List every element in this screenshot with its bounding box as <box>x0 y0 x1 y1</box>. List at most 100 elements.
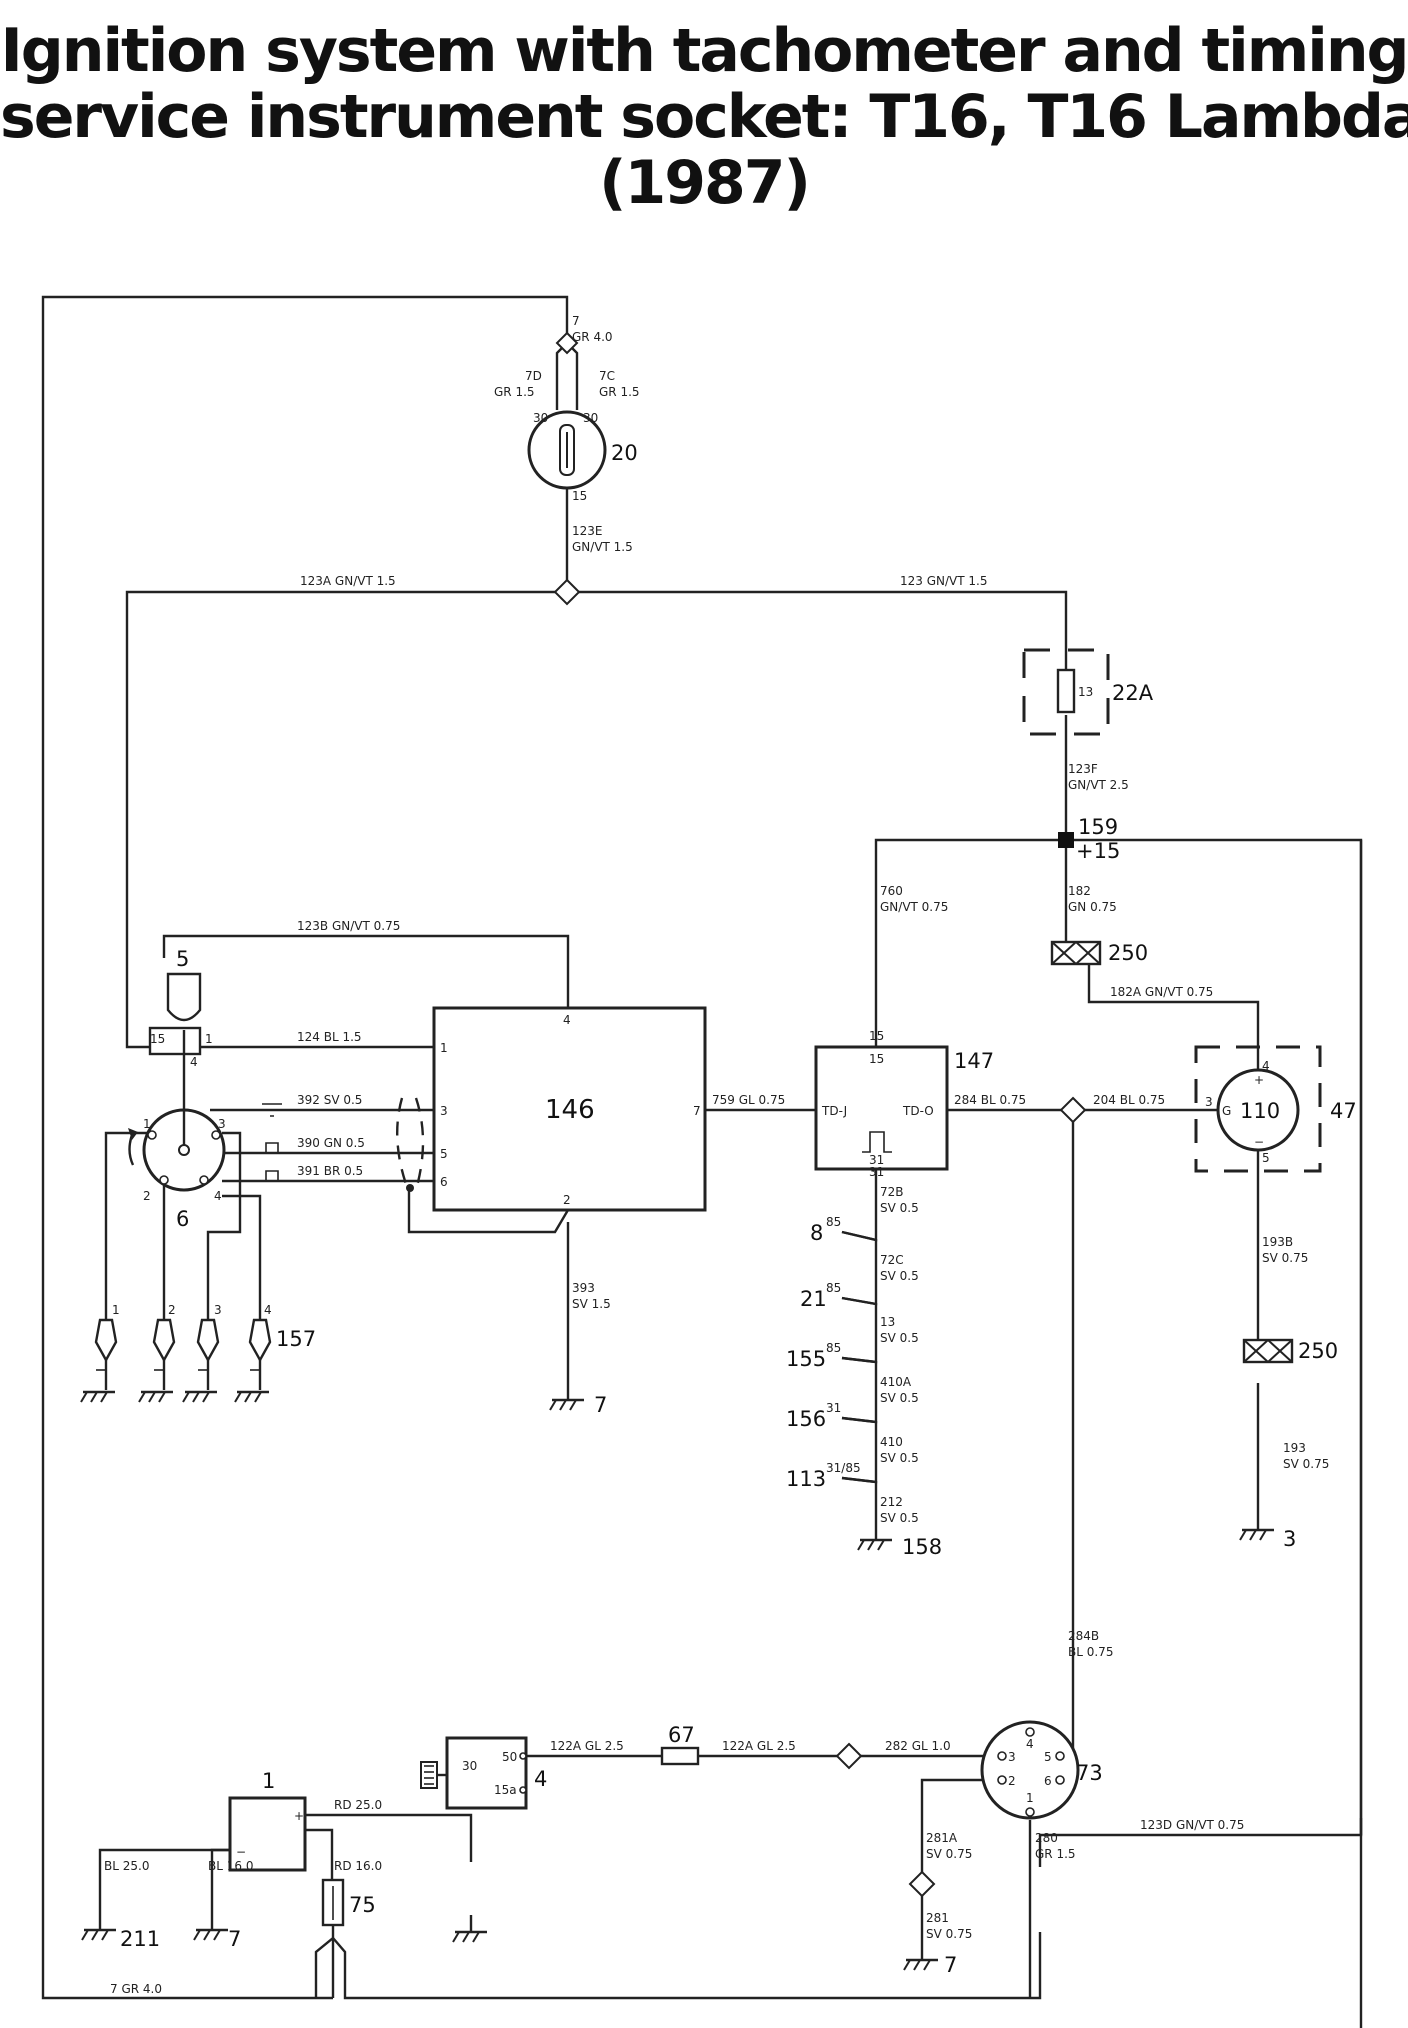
label-w123D: 123D GN/VT 0.75 <box>1140 1818 1244 1832</box>
label-w393: 393 <box>572 1281 595 1295</box>
wire-75-bottom <box>314 1925 335 1998</box>
label-w7: 7 <box>572 314 580 328</box>
pin-73-2: 2 <box>1008 1774 1016 1788</box>
label-w281-spec: SV 0.75 <box>926 1927 972 1941</box>
ground-211 <box>80 1928 118 1942</box>
wire-123 <box>577 590 1068 672</box>
label-w122A-1: 122A GL 2.5 <box>550 1739 624 1753</box>
label-w212-spec: SV 0.5 <box>880 1511 919 1525</box>
label-w280-spec: GR 1.5 <box>1035 1847 1076 1861</box>
pin-147-15: 15 <box>869 1052 884 1066</box>
label-w193-spec: SV 0.75 <box>1283 1457 1329 1471</box>
label-w7-bottom: 7 GR 4.0 <box>110 1982 162 1996</box>
component-31: 31 <box>869 1165 884 1179</box>
pulse-icon-147 <box>862 1131 892 1153</box>
ground-symbol-icon <box>262 1103 282 1117</box>
wire-281A <box>920 1778 1002 1872</box>
wire-410A <box>841 1356 878 1424</box>
distributor-center <box>178 1144 190 1156</box>
label-w281A: 281A <box>926 1831 958 1845</box>
pin-146-7: 7 <box>693 1104 701 1118</box>
label-w72C: 72C <box>880 1253 904 1267</box>
pin-6-4: 4 <box>214 1189 222 1203</box>
shield-arc-2 <box>414 1097 425 1191</box>
spark-plug-3 <box>181 1318 220 1404</box>
ground-3 <box>1238 1528 1276 1542</box>
junction-281 <box>908 1870 936 1898</box>
ground-7-battery <box>192 1928 230 1942</box>
splice-159 <box>1058 832 1074 848</box>
component-113: 113 <box>786 1467 826 1491</box>
label-w123E-spec: GN/VT 1.5 <box>572 540 633 554</box>
pin-47-g: G <box>1222 1104 1231 1118</box>
pin-5-1: 1 <box>205 1032 213 1046</box>
label-w281: 281 <box>926 1911 949 1925</box>
junction-123 <box>553 578 581 606</box>
pin-157-4: 4 <box>264 1303 272 1317</box>
pin-47-plus: + <box>1254 1073 1264 1087</box>
wire-plug-3 <box>206 1131 242 1320</box>
component-22A: 22A <box>1112 681 1154 705</box>
label-w13: 13 <box>880 1315 895 1329</box>
label-wBL16: BL 16.0 <box>208 1859 253 1873</box>
label-w182-spec: GN 0.75 <box>1068 900 1117 914</box>
label-w281A-spec: SV 0.75 <box>926 1847 972 1861</box>
pin-1-plus: + <box>294 1809 304 1823</box>
component-157: 157 <box>276 1327 316 1351</box>
pin-5-4: 4 <box>190 1055 198 1069</box>
component-6: 6 <box>176 1207 189 1231</box>
label-w391: 391 BR 0.5 <box>297 1164 363 1178</box>
pin-85-b: 85 <box>826 1281 841 1295</box>
label-w193: 193 <box>1283 1441 1306 1455</box>
title-line-1: Ignition system with tachometer and timi… <box>0 16 1408 86</box>
label-w284B: 284B <box>1068 1629 1099 1643</box>
label-w392: 392 SV 0.5 <box>297 1093 362 1107</box>
pin-20-15: 15 <box>572 489 587 503</box>
label-w410: 410 <box>880 1435 903 1449</box>
pin-47-3: 3 <box>1205 1095 1213 1109</box>
component-146: 146 <box>545 1095 595 1125</box>
component-4: 4 <box>534 1767 547 1791</box>
pin-147-31: 31 <box>869 1153 884 1167</box>
label-w72B-spec: SV 0.5 <box>880 1201 919 1215</box>
title-line-3: (1987) <box>599 148 811 218</box>
wire-RD-16 <box>305 1828 334 1880</box>
connector-250-bottom <box>1242 1338 1294 1364</box>
wire-plug-1 <box>104 1131 150 1320</box>
component-159: 159 <box>1078 815 1118 839</box>
component-21: 21 <box>800 1287 827 1311</box>
service-socket-73 <box>980 1720 1080 1820</box>
component-50: 50 <box>502 1750 517 1764</box>
ground-7-146 <box>548 1398 586 1412</box>
pin-6-1: 1 <box>143 1117 151 1131</box>
label-w193B-spec: SV 0.75 <box>1262 1251 1308 1265</box>
component-30: 30 <box>462 1759 477 1773</box>
component-1: 1 <box>262 1769 275 1793</box>
wire-212 <box>841 1476 878 1540</box>
pin-157-1: 1 <box>112 1303 120 1317</box>
component-8: 8 <box>810 1221 823 1245</box>
wire-182A <box>1087 963 1260 1056</box>
wire-146-pin2-return <box>407 1190 570 1234</box>
wire-72C <box>841 1230 878 1306</box>
label-w760: 760 <box>880 884 903 898</box>
label-w760-spec: GN/VT 0.75 <box>880 900 948 914</box>
component-147: 147 <box>954 1049 994 1073</box>
junction-284 <box>1059 1096 1087 1124</box>
pin-146-1: 1 <box>440 1041 448 1055</box>
label-w72C-spec: SV 0.5 <box>880 1269 919 1283</box>
pin-146-4: 4 <box>563 1013 571 1027</box>
wire-75-to-73 <box>332 1932 1042 2000</box>
pin-146-5: 5 <box>440 1147 448 1161</box>
component-47: 47 <box>1330 1099 1357 1123</box>
wire-123A <box>125 590 557 1049</box>
component-75: 75 <box>349 1893 376 1917</box>
shield-arc <box>396 1097 410 1191</box>
pin-47-5: 5 <box>1262 1151 1270 1165</box>
component-110: 110 <box>1240 1099 1280 1123</box>
inline-fuse-67 <box>660 1746 700 1766</box>
component-250-top: 250 <box>1108 941 1148 965</box>
pulse-icon-390 <box>258 1142 282 1154</box>
component-20: 20 <box>611 441 638 465</box>
label-wRD25: RD 25.0 <box>334 1798 382 1812</box>
